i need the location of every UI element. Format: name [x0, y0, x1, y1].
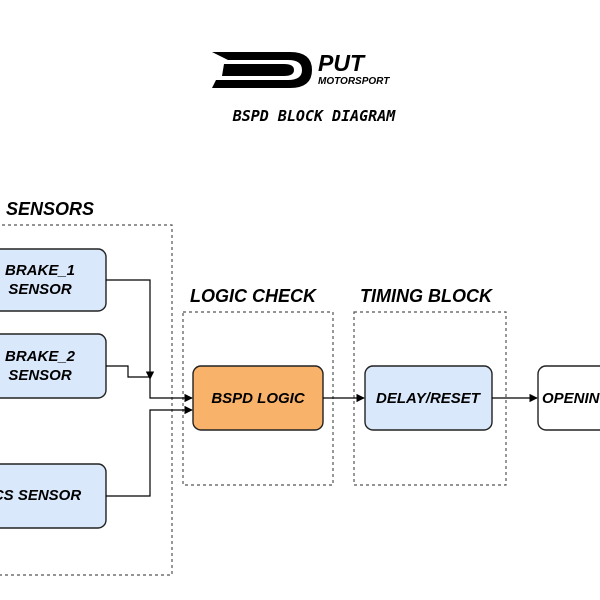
logo-sub: MOTORSPORT [318, 76, 390, 87]
brake2-label-line1: BRAKE_2 [5, 348, 76, 365]
connector-brakes-to-logic [149, 379, 193, 403]
bspd-logic-label: BSPD LOGIC [211, 390, 306, 407]
block-opening[interactable] [537, 365, 600, 431]
group-label-sensors: SENSORS [6, 199, 94, 219]
block-brake2-sensor[interactable] [0, 333, 107, 399]
delay-reset-label: DELAY/RESET [376, 390, 482, 407]
connector-brake2-merge [106, 365, 150, 378]
logo-mark-inner-icon [222, 64, 294, 76]
cs-sensor-label: CS SENSOR [0, 487, 81, 504]
logo-brand: PUT [318, 50, 366, 76]
brake2-label-line2: SENSOR [8, 367, 72, 384]
put-motorsport-logo: PUT MOTORSPORT [212, 50, 390, 88]
block-brake1-sensor[interactable] [0, 248, 107, 312]
brake1-label-line2: SENSOR [8, 281, 72, 298]
connector-brake1-merge [106, 279, 155, 380]
diagram-title: BSPD BLOCK DIAGRAM [232, 107, 397, 125]
group-label-timing-block: TIMING BLOCK [360, 286, 494, 306]
opening-label: OPENING [542, 390, 600, 407]
group-sensors [0, 224, 173, 576]
group-label-logic-check: LOGIC CHECK [190, 286, 318, 306]
brake1-label-line1: BRAKE_1 [5, 262, 75, 279]
connector-cs-to-logic [106, 405, 193, 497]
logo-mark-icon [212, 52, 312, 88]
